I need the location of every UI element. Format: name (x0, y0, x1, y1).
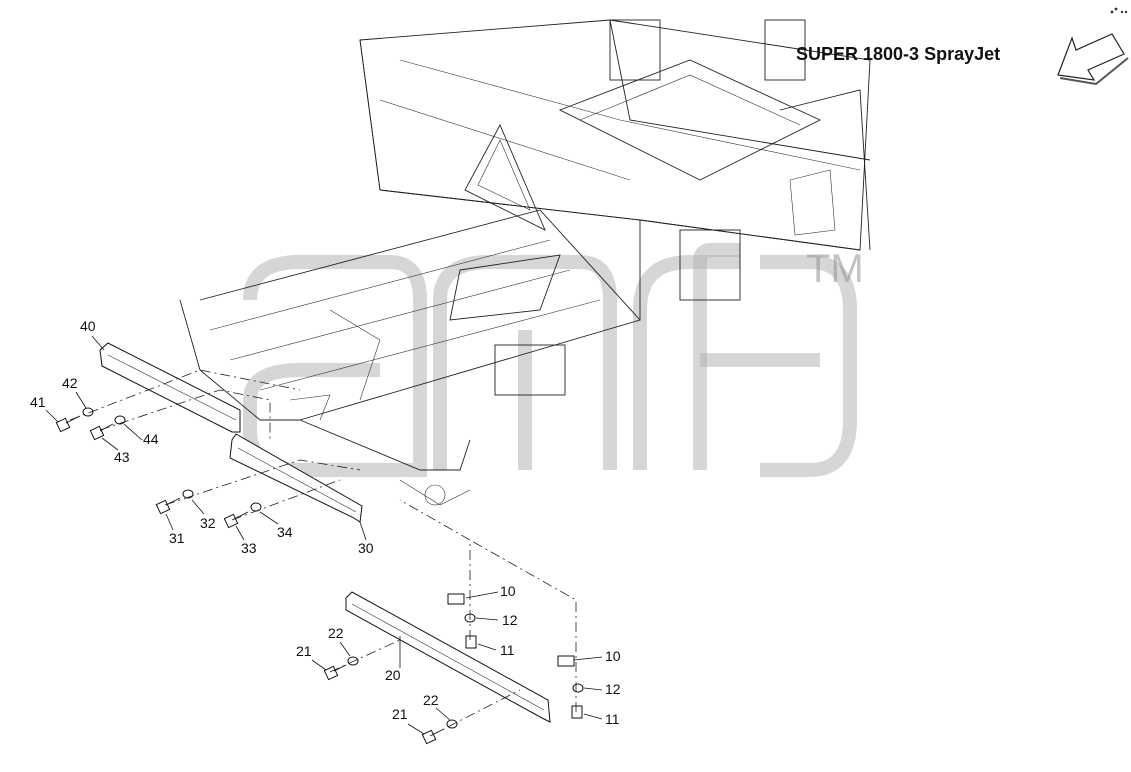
bolt-31 (155, 497, 181, 515)
callout-42: 42 (62, 375, 78, 391)
bolt-21-a (323, 664, 347, 681)
washer-42 (82, 407, 94, 417)
part-20-strip (345, 591, 551, 723)
callout-41: 41 (30, 394, 46, 410)
callout-labels: 40 42 41 44 43 31 32 33 34 30 10 12 11 2… (30, 318, 621, 735)
part-40-strip (99, 342, 241, 433)
machine-frame (179, 19, 871, 506)
callout-11-a: 11 (500, 642, 515, 658)
diagram-title: SUPER 1800-3 SprayJet (796, 44, 1001, 64)
callout-12-b: 12 (605, 681, 621, 697)
fasteners (55, 407, 584, 745)
watermark-logo: TM (243, 243, 864, 477)
callout-10-b: 10 (605, 648, 621, 664)
washer-44 (114, 415, 126, 425)
bracket-10-a (447, 593, 465, 605)
bolt-41 (55, 415, 81, 433)
callout-10-a: 10 (500, 583, 516, 599)
callout-20: 20 (385, 667, 401, 683)
callout-43: 43 (114, 449, 130, 465)
arrow-down-left-icon (1057, 33, 1129, 86)
dots-mark-icon (1110, 7, 1128, 14)
callout-22-b: 22 (423, 692, 439, 708)
callout-34: 34 (277, 524, 293, 540)
bolt-11-b (571, 705, 583, 719)
assembly-lines (69, 369, 577, 737)
callout-40: 40 (80, 318, 96, 334)
bolt-11-a (465, 635, 477, 649)
bolt-33 (223, 511, 249, 529)
callout-31: 31 (169, 530, 185, 546)
washer-32 (182, 489, 194, 499)
washer-22-a (347, 656, 359, 666)
watermark-trademark: TM (806, 247, 864, 291)
part-30-strip (229, 433, 363, 523)
callout-30: 30 (358, 540, 374, 556)
callout-12-a: 12 (502, 612, 518, 628)
callout-11-b: 11 (605, 711, 620, 727)
bolt-43 (89, 423, 114, 441)
bolt-21-b (421, 728, 445, 745)
callout-21-a: 21 (296, 643, 312, 659)
callout-44: 44 (143, 431, 159, 447)
callout-33: 33 (241, 540, 257, 556)
bracket-10-b (557, 655, 575, 667)
callout-32: 32 (200, 515, 216, 531)
washer-12-b (572, 683, 584, 693)
callout-22-a: 22 (328, 625, 344, 641)
callout-21-b: 21 (392, 706, 408, 722)
